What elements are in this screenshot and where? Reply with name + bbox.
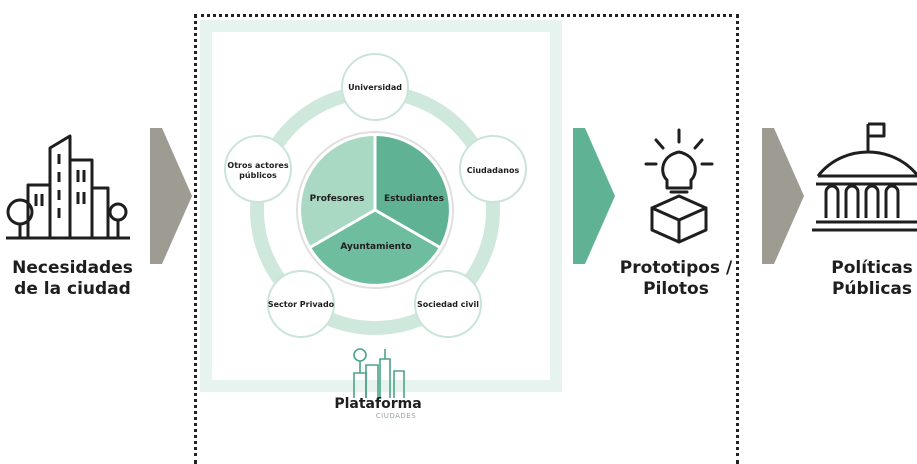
core-estudiantes-label: Estudiantes: [384, 194, 444, 204]
ayuntamiento-sector: [311, 210, 439, 284]
politicas-label-line1: Políticas: [831, 258, 913, 278]
prototipos-label: Prototipos / Pilotos: [612, 258, 740, 300]
lightbulb-box-icon: [644, 128, 714, 244]
actor-sector-privado: Sector Privado: [267, 270, 335, 338]
plataforma-logo-subtext: CIUDADES: [376, 412, 416, 420]
politicas-label-line2: Públicas: [831, 279, 913, 299]
prototipos-label-line1: Prototipos /: [619, 258, 733, 278]
city-buildings-icon: [6, 134, 130, 240]
plataforma-logo-text: Plataforma: [334, 396, 421, 412]
needs-label: Necesidades de la ciudad: [0, 258, 145, 300]
platform-frame: [200, 20, 562, 392]
prototipos-label-line2: Pilotos: [643, 279, 709, 299]
arrow-3: [762, 128, 804, 264]
core-circle: [296, 131, 454, 289]
core-profesores-label: Profesores: [310, 194, 365, 204]
platform-diagram: Profesores Estudiantes Ayuntamiento Univ…: [200, 20, 562, 420]
arrow-2: [573, 128, 615, 264]
government-building-icon: [812, 122, 917, 232]
politicas-label: Políticas Públicas: [812, 258, 917, 300]
platform-box: [194, 14, 739, 464]
actor-otros-label-line1: Otros actores: [227, 161, 288, 170]
actor-ciudadanos-label: Ciudadanos: [467, 166, 520, 175]
actor-otros: Otros actores públicos: [224, 135, 292, 203]
actor-sociedad-civil-label: Sociedad civil: [417, 300, 479, 309]
needs-label-line2: de la ciudad: [14, 279, 131, 299]
core-ayuntamiento-label: Ayuntamiento: [340, 242, 411, 252]
actor-universidad-label: Universidad: [348, 83, 402, 92]
plataforma-logo: [353, 348, 405, 398]
actor-ciudadanos: Ciudadanos: [459, 135, 527, 203]
actor-universidad: Universidad: [341, 53, 409, 121]
arrow-1: [150, 128, 192, 264]
actor-sociedad-civil: Sociedad civil: [414, 270, 482, 338]
actor-sector-privado-label: Sector Privado: [268, 300, 335, 309]
needs-label-line1: Necesidades: [12, 258, 133, 278]
actor-otros-label-line2: públicos: [239, 171, 277, 180]
